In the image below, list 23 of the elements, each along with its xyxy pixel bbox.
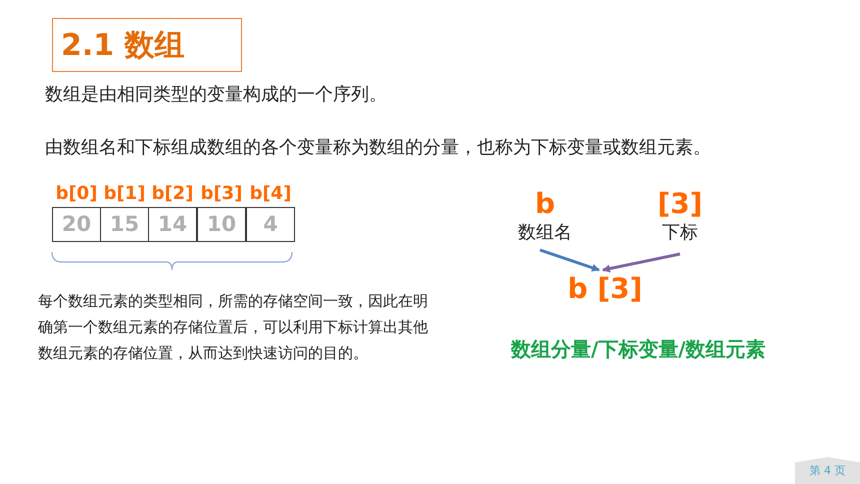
symbol-text: b — [534, 188, 556, 220]
synonyms-text: 数组分量/下标变量/数组元素 — [511, 336, 766, 363]
index-label: b[4] — [248, 183, 292, 204]
definition-sentence: 由数组名和下标组成数组的各个变量称为数组的分量，也称为下标变量或数组元素。 — [45, 136, 711, 159]
index-label: b[0] — [54, 183, 98, 204]
array-cell: 20 — [52, 207, 101, 242]
index-label: b[2] — [150, 183, 194, 204]
index-label: b[3] — [200, 183, 244, 204]
array-cell: 4 — [246, 207, 295, 242]
array-cell: 10 — [197, 207, 246, 242]
intro-sentence: 数组是由相同类型的变量构成的一个序列。 — [45, 83, 387, 106]
arrow — [540, 248, 600, 272]
arrow — [602, 252, 680, 272]
array-cell: 14 — [148, 207, 197, 242]
page-number-tab: 第 4 页 — [795, 457, 860, 484]
caption-text: 数组名 — [517, 221, 573, 245]
index-label: b[1] — [102, 183, 146, 204]
caption-text: 下标 — [661, 221, 699, 245]
slide-title: 2.1 数组 — [52, 18, 242, 72]
symbol-text: [3] — [656, 188, 704, 220]
array-cell: 15 — [100, 207, 149, 242]
array-element-text: b [3] — [560, 270, 650, 308]
explanation-paragraph: 每个数组元素的类型相同，所需的存储空间一致，因此在明确第一个数组元素的存储位置后，可以利用下标计算出其他数组元素的存储位置，从而达到快速访问的目的。 — [38, 291, 429, 364]
